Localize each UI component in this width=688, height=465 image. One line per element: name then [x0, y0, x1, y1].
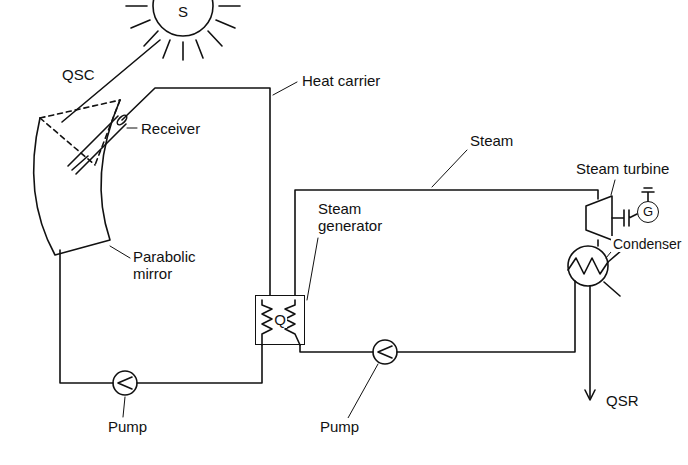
condenser-coil [568, 258, 608, 274]
leader-lines [110, 82, 615, 418]
node-text: S [177, 4, 189, 21]
turbine-symbol [586, 196, 612, 240]
turbine-shaft [612, 210, 637, 226]
heat-carrier-pipe [122, 88, 270, 295]
sun-symbol [153, 0, 213, 36]
component-label: Pump [318, 418, 361, 435]
pump-symbol [113, 371, 137, 395]
steam-pipe [295, 190, 598, 295]
condenser-symbol [568, 246, 608, 286]
component-label: Condenser [611, 236, 684, 252]
sun-node: S [168, 0, 198, 24]
component-label: Heat carrier [300, 72, 382, 89]
primary-coil [262, 300, 272, 345]
rejected-heat-arrowhead [585, 390, 595, 400]
condensate-pipe [300, 281, 575, 352]
pump-arrow [118, 377, 132, 389]
pump-symbol [373, 340, 397, 364]
heat-flow-symbol: QSR [604, 392, 641, 409]
mirror-back-edge [40, 100, 120, 118]
node-text: Q [273, 312, 287, 329]
generator-terminal [642, 188, 654, 201]
component-label: Receiver [139, 120, 202, 137]
generator-circle: G [637, 201, 659, 223]
cooling-water-lines [604, 250, 622, 296]
pump-arrow [378, 346, 392, 358]
mirror-focus-lines [40, 100, 120, 165]
component-label: Steam generator [316, 200, 400, 235]
exhaust-line [597, 240, 599, 246]
component-label: Pump [106, 418, 149, 435]
component-label: Parabolic mirror [131, 248, 215, 283]
stream-label: Steam [468, 132, 515, 149]
component-label: Steam turbine [574, 160, 671, 177]
parabolic-mirror [34, 100, 120, 255]
steam-generator-box: Q [255, 295, 305, 345]
node-text: G [642, 205, 654, 219]
heat-flow-symbol: QSC [60, 66, 97, 83]
secondary-coil [285, 300, 300, 345]
rejected-heat-line [589, 286, 591, 398]
reflected-ray [72, 156, 88, 170]
